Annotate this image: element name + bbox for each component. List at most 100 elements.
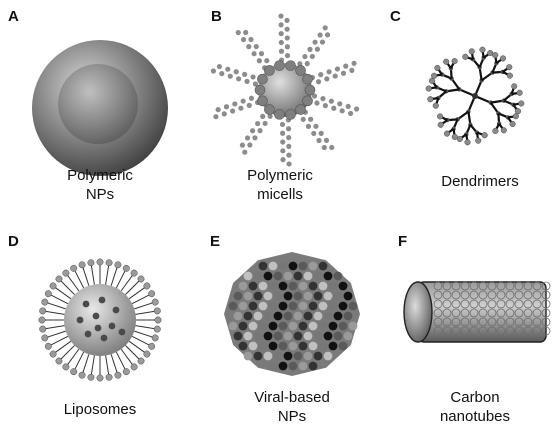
lipid-tail — [52, 340, 72, 355]
dendrimer-branch — [478, 67, 483, 81]
capsomere — [243, 311, 253, 321]
capsomere — [288, 301, 298, 311]
hexagonal-lattice-cell — [478, 326, 488, 336]
capsomere — [293, 331, 303, 341]
polymer-chain-bead — [232, 101, 238, 107]
capsomere — [323, 311, 333, 321]
dendrimer-terminal — [516, 89, 523, 96]
capsomere — [303, 311, 313, 321]
lipid-head — [148, 342, 156, 350]
lipid-tail — [110, 354, 119, 376]
polymer-chain-bead — [280, 157, 286, 163]
hexagonal-lattice-cell — [469, 299, 479, 309]
panel-letter-d: D — [8, 233, 19, 250]
polymer-chain-bead — [215, 107, 221, 113]
lipid-tail — [90, 262, 95, 285]
polymer-chain-bead — [340, 70, 347, 76]
caption-polymeric-micells: Polymeric micells — [230, 166, 330, 204]
capsomere — [263, 351, 273, 361]
capsomere — [233, 291, 243, 301]
lipid-tail — [90, 355, 95, 378]
lipid-head — [143, 282, 151, 290]
polymer-chain-bead — [247, 142, 253, 148]
capsomere — [348, 321, 358, 331]
lipid-tail — [73, 351, 85, 372]
dendrimer-terminal — [487, 49, 494, 57]
dendrimer-terminal — [506, 64, 513, 71]
capsomere — [243, 351, 253, 361]
encapsulated-drug — [108, 322, 116, 330]
hexagonal-lattice-cell — [496, 281, 506, 291]
polymer-chain-bead — [339, 108, 345, 114]
hexagonal-lattice-cell — [487, 308, 497, 318]
encapsulated-drug — [100, 334, 108, 342]
encapsulated-drug — [82, 300, 90, 308]
capsomere — [333, 311, 343, 321]
capsomere — [268, 281, 278, 291]
polymer-chain-bead — [251, 51, 257, 57]
polymer-chain-bead — [353, 106, 360, 112]
polymer-chain-bead — [297, 61, 303, 67]
polymer-chain-bead — [225, 66, 231, 72]
capsomere — [318, 301, 328, 311]
dendrimer-terminal — [468, 48, 475, 55]
capsomere — [318, 341, 328, 351]
hexagonal-lattice-cell — [460, 317, 470, 327]
lipid-head — [153, 325, 161, 333]
polymer-chain-bead — [322, 103, 328, 109]
capsomere — [288, 261, 298, 271]
nanotube-opening — [403, 281, 433, 343]
lipid-tail — [81, 354, 90, 376]
polymer-chain-bead — [318, 72, 324, 78]
polymer-chain-bead — [267, 113, 273, 119]
capsomere — [318, 281, 328, 291]
hexagonal-lattice-cell — [496, 317, 506, 327]
hexagonal-lattice-cell — [460, 281, 470, 291]
lipid-tail — [65, 348, 80, 368]
dendrimer-terminal — [462, 53, 469, 60]
lipid-head — [130, 363, 138, 371]
hexagonal-lattice-cell — [478, 308, 488, 318]
hexagonal-lattice-cell — [460, 290, 470, 300]
hexagonal-lattice-cell — [541, 317, 551, 327]
capsomere — [338, 321, 348, 331]
hexagonal-lattice-cell — [442, 299, 452, 309]
polymer-chain-bead — [278, 48, 285, 54]
lipid-head — [130, 269, 138, 277]
capsomere — [323, 291, 333, 301]
capsomere — [323, 271, 333, 281]
dendrimer-branch — [489, 101, 500, 115]
polymer-chain-bead — [238, 105, 244, 111]
capsomere — [238, 341, 248, 351]
micelle-core — [258, 63, 312, 117]
capsomere — [258, 321, 268, 331]
micelle-head — [285, 109, 296, 120]
polymer-chain-bead — [278, 31, 284, 37]
hexagonal-lattice-cell — [541, 299, 551, 309]
panel-letter-e: E — [210, 233, 221, 250]
micelle-head — [274, 60, 285, 71]
micelle-head — [274, 109, 285, 120]
capsomere — [303, 351, 313, 361]
capsomere — [343, 291, 353, 301]
hexagonal-lattice-cell — [541, 290, 551, 300]
capsomere — [333, 271, 343, 281]
capsomere — [278, 341, 288, 351]
lipid-tail — [135, 325, 158, 330]
capsomere — [298, 261, 308, 271]
polymer-chain-bead — [253, 43, 259, 50]
hexagonal-lattice-cell — [514, 281, 524, 291]
capsomere — [263, 311, 273, 321]
hexagonal-lattice-cell — [532, 317, 542, 327]
polymer-chain-bead — [227, 73, 233, 79]
polymer-chain-bead — [278, 22, 284, 28]
capsomere — [273, 331, 283, 341]
lipid-head — [78, 371, 86, 379]
hexagonal-lattice-cell — [460, 326, 470, 336]
polymer-chain-bead — [284, 35, 290, 41]
micelle-head — [295, 104, 306, 115]
polymer-chain-bead — [309, 53, 315, 60]
capsomere — [253, 271, 263, 281]
polymer-chain-bead — [219, 70, 225, 77]
capsomere — [263, 291, 273, 301]
